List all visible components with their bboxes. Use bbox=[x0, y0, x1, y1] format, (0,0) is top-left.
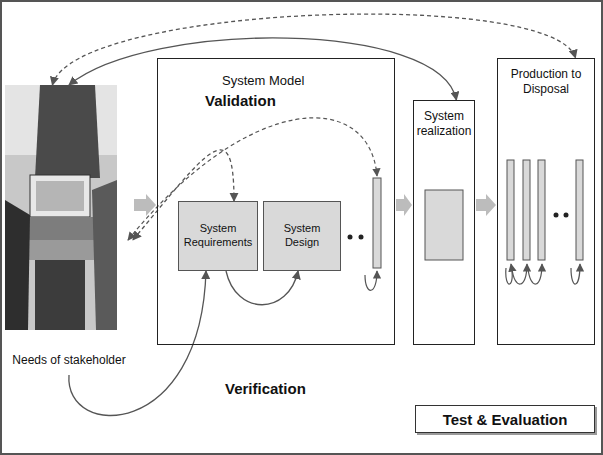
node-text: System Design bbox=[266, 222, 338, 250]
seated-person bbox=[5, 200, 30, 330]
connector bbox=[226, 271, 298, 305]
stage-bar bbox=[576, 160, 583, 260]
connector bbox=[69, 271, 206, 416]
process-box: System Requirements bbox=[178, 201, 258, 271]
iteration-arrow bbox=[528, 264, 542, 284]
model-box: System ModelSystem Requirements System De… bbox=[157, 58, 395, 345]
standing-person bbox=[92, 180, 117, 330]
node-text: System Requirements bbox=[181, 222, 255, 250]
iteration-arrow bbox=[512, 264, 527, 284]
section-label: Verification bbox=[225, 380, 306, 397]
connector bbox=[69, 38, 456, 100]
iteration-arrow bbox=[365, 271, 377, 290]
stakeholder-photo: Needs of stakeholder bbox=[5, 85, 133, 375]
node-text: Test & Evaluation bbox=[443, 411, 568, 428]
ellipsis-dot bbox=[359, 235, 364, 240]
stage-bar bbox=[373, 178, 381, 268]
iteration-arrow bbox=[571, 264, 580, 284]
stage-bar bbox=[538, 160, 545, 260]
realization-block bbox=[425, 190, 463, 260]
node-text: System realization bbox=[416, 109, 472, 139]
node-text: Needs of stakeholder bbox=[5, 353, 133, 367]
flow-arrow bbox=[396, 194, 412, 216]
process-box: System Design bbox=[263, 201, 341, 271]
phase-box: System realization bbox=[413, 100, 475, 345]
screen-content bbox=[36, 181, 84, 211]
node-text: System Model bbox=[222, 73, 304, 88]
keyboard bbox=[18, 217, 105, 240]
ellipsis-dot bbox=[554, 213, 559, 218]
stage-bar bbox=[507, 160, 514, 260]
ellipsis-dot bbox=[564, 213, 569, 218]
stage-bar bbox=[523, 160, 530, 260]
photo-ground bbox=[5, 85, 117, 330]
title-box: Test & Evaluation bbox=[415, 405, 595, 433]
node-text: Production to Disposal bbox=[500, 67, 592, 97]
flow-arrow bbox=[134, 194, 156, 216]
iteration-arrow bbox=[506, 264, 512, 284]
laptop-screen bbox=[30, 175, 90, 217]
chair bbox=[35, 260, 85, 330]
section-label: Validation bbox=[205, 92, 276, 109]
person-torso bbox=[35, 85, 100, 178]
ellipsis-dot bbox=[348, 235, 353, 240]
flow-arrow bbox=[476, 194, 496, 216]
phase-box: Production to Disposal bbox=[497, 58, 595, 345]
